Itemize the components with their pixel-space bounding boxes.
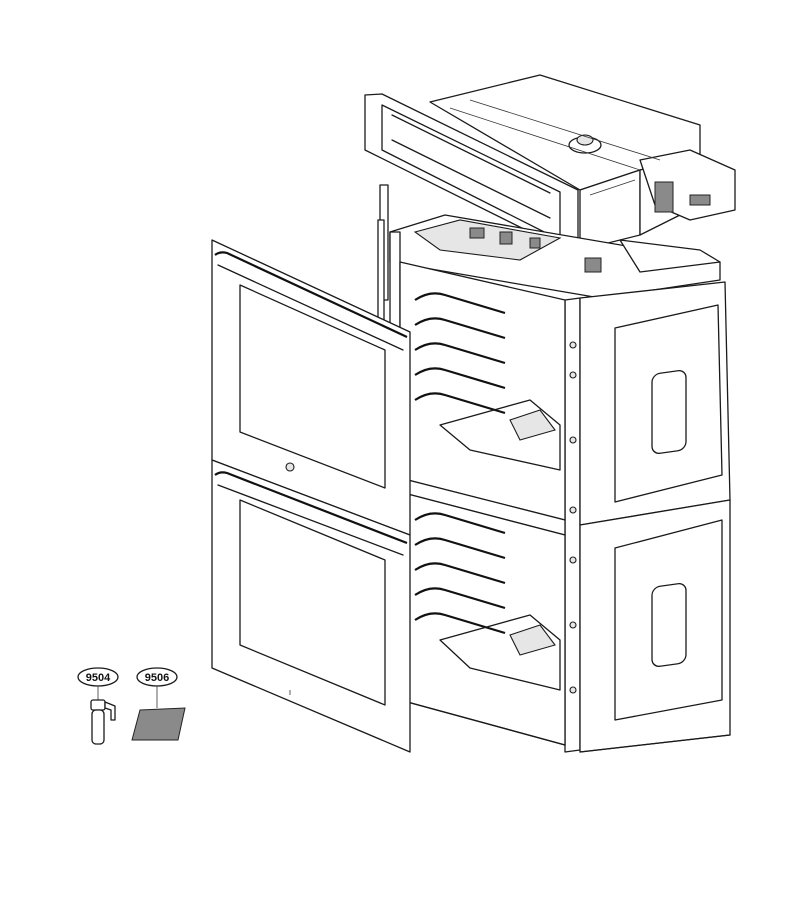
spray-bottle-icon [90, 699, 116, 745]
oven-cavity-body [389, 214, 731, 753]
lower-oven-door [211, 459, 411, 753]
callout-9506: 9506 [131, 667, 186, 741]
cleaning-pad-icon [131, 707, 186, 741]
upper-oven-door [211, 239, 411, 536]
callout-9504: 9504 [77, 667, 119, 745]
top-control-assembly [364, 74, 736, 331]
callout-9506-label: 9506 [145, 672, 169, 684]
callout-9504-label: 9504 [86, 672, 111, 684]
